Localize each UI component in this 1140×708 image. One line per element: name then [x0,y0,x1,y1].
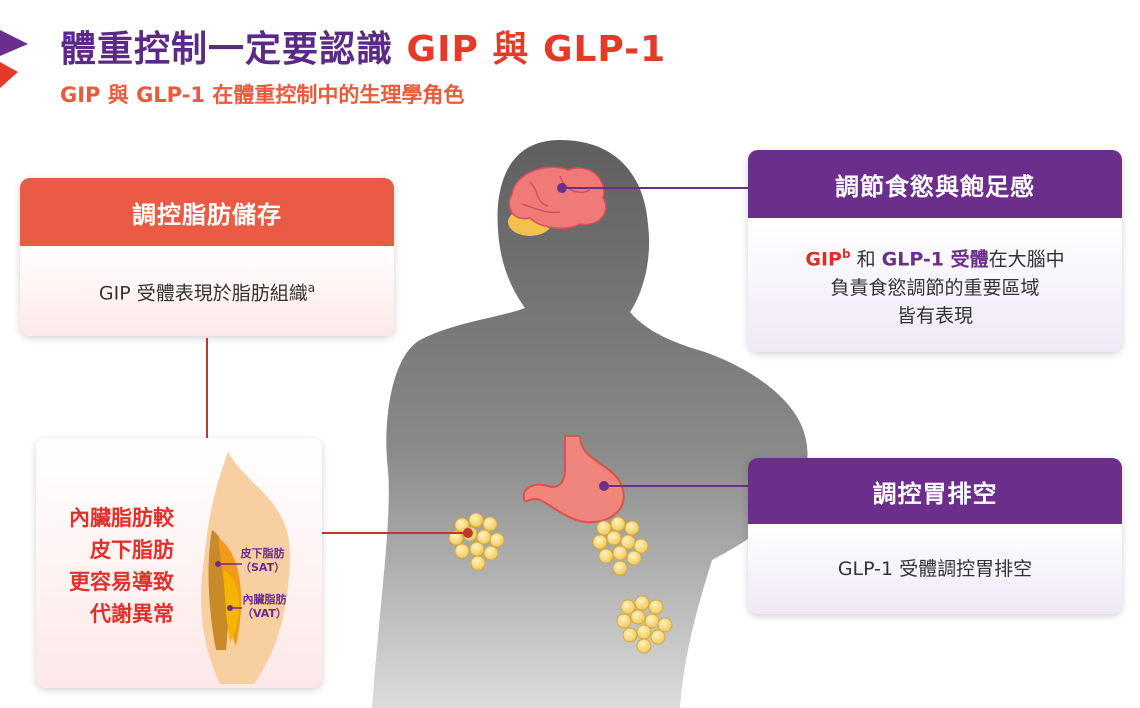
card-fat-storage-title: 調控脂肪儲存 [20,178,394,246]
gip-label: GIP [805,248,842,271]
page-subtitle: GIP 與 GLP-1 在體重控制中的生理學角色 [60,83,465,107]
footnote-b: b [841,247,851,262]
title-highlight: GIP 與 GLP-1 [406,29,667,70]
abdomen-cross-section-icon [201,452,291,684]
footnote-a: a [307,281,316,296]
sat-label: 皮下脂肪 （SAT） [240,547,286,574]
card-fat-storage-body: GIP 受體表現於脂肪組織a [20,246,394,336]
appetite-line3: 皆有表現 [896,304,973,327]
page-title: 體重控制一定要認識 GIP 與 GLP-1 [60,29,667,70]
appetite-line2: 負責食慾調節的重要區域 [830,276,1040,299]
connector-dot [463,528,473,538]
visceral-fat-statement: 內臟脂肪較 皮下脂肪 更容易導致 代謝異常 [69,506,174,626]
human-silhouette [372,140,808,708]
fat-cluster-icon [592,516,649,576]
connector-dot [599,481,609,491]
card-appetite-body: GIPb 和 GLP-1 受體在大腦中 負責食慾調節的重要區域 皆有表現 [748,218,1122,352]
connector-dot [557,183,567,193]
card-gastric-title: 調控胃排空 [748,458,1122,524]
card-gastric-body: GLP-1 受體調控胃排空 [748,524,1122,614]
logo-corner-icon [0,30,28,88]
and-text: 和 [850,248,882,271]
fat-cluster-icon [448,512,505,571]
gastric-text: GLP-1 受體調控胃排空 [837,558,1033,580]
brain-icon [508,166,607,236]
fat-cluster-icon [616,595,673,654]
glp-label: GLP-1 受體 [881,248,989,271]
appetite-line1: 在大腦中 [988,248,1065,271]
fat-storage-text: GIP 受體表現於脂肪組織 [98,282,308,305]
card-gastric: 調控胃排空 GLP-1 受體調控胃排空 [748,458,1122,614]
vat-label: 內臟脂肪 （VAT） [242,593,287,620]
card-appetite-title: 調節食慾與飽足感 [748,150,1122,218]
card-fat-storage: 調控脂肪儲存 GIP 受體表現於脂肪組織a [20,178,394,336]
stomach-icon [522,435,625,524]
card-appetite: 調節食慾與飽足感 GIPb 和 GLP-1 受體在大腦中 負責食慾調節的重要區域… [748,150,1122,352]
